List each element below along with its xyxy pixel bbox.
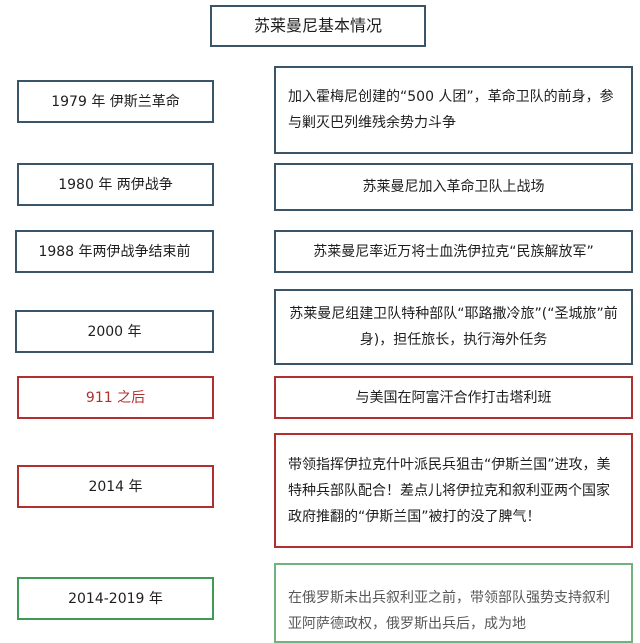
- description-box-1980: 苏莱曼尼加入革命卫队上战场: [274, 163, 633, 211]
- period-box-1980: 1980 年 两伊战争: [17, 163, 214, 206]
- description-text: 苏莱曼尼率近万将士血洗伊拉克“民族解放军”: [313, 243, 594, 260]
- description-text: 苏莱曼尼加入革命卫队上战场: [362, 179, 545, 195]
- description-box-2000: 苏莱曼尼组建卫队特种部队“耶路撒冷旅”(“圣城旅”前身)，担任旅长，执行海外任务: [274, 289, 633, 365]
- period-box-2000: 2000 年: [15, 310, 214, 353]
- period-box-2014-2019: 2014-2019 年: [17, 577, 214, 620]
- period-label: 1979 年 伊斯兰革命: [51, 93, 180, 110]
- period-label: 1980 年 两伊战争: [58, 176, 173, 193]
- description-text: 加入霍梅尼创建的“500 人团”，革命卫队的前身，参与剿灭巴列维残余势力斗争: [288, 89, 614, 131]
- description-text: 苏莱曼尼组建卫队特种部队“耶路撒冷旅”(“圣城旅”前身)，担任旅长，执行海外任务: [289, 306, 618, 348]
- description-box-after-911: 与美国在阿富汗合作打击塔利班: [274, 376, 633, 419]
- description-text: 与美国在阿富汗合作打击塔利班: [355, 389, 552, 406]
- diagram-title-box: 苏莱曼尼基本情况: [210, 5, 426, 47]
- period-box-2014: 2014 年: [17, 465, 214, 508]
- period-box-1988: 1988 年两伊战争结束前: [15, 230, 214, 273]
- description-box-2014-2019: 在俄罗斯未出兵叙利亚之前，带领部队强势支持叙利亚阿萨德政权，俄罗斯出兵后，成为地: [274, 563, 633, 643]
- period-label: 2000 年: [87, 323, 142, 340]
- period-box-after-911: 911 之后: [17, 376, 214, 419]
- description-box-2014: 带领指挥伊拉克什叶派民兵狙击“伊斯兰国”进攻，美特种兵部队配合！差点儿将伊拉克和…: [274, 433, 633, 548]
- period-box-1979: 1979 年 伊斯兰革命: [17, 80, 214, 123]
- description-box-1979: 加入霍梅尼创建的“500 人团”，革命卫队的前身，参与剿灭巴列维残余势力斗争: [274, 66, 633, 154]
- period-label: 2014 年: [88, 478, 143, 495]
- description-text: 在俄罗斯未出兵叙利亚之前，带领部队强势支持叙利亚阿萨德政权，俄罗斯出兵后，成为地: [288, 590, 610, 632]
- period-label: 1988 年两伊战争结束前: [38, 243, 191, 260]
- description-box-1988: 苏莱曼尼率近万将士血洗伊拉克“民族解放军”: [274, 230, 633, 273]
- description-text: 带领指挥伊拉克什叶派民兵狙击“伊斯兰国”进攻，美特种兵部队配合！差点儿将伊拉克和…: [288, 456, 611, 525]
- period-label: 2014-2019 年: [68, 590, 163, 607]
- period-label: 911 之后: [85, 389, 146, 406]
- diagram-title: 苏莱曼尼基本情况: [253, 16, 382, 35]
